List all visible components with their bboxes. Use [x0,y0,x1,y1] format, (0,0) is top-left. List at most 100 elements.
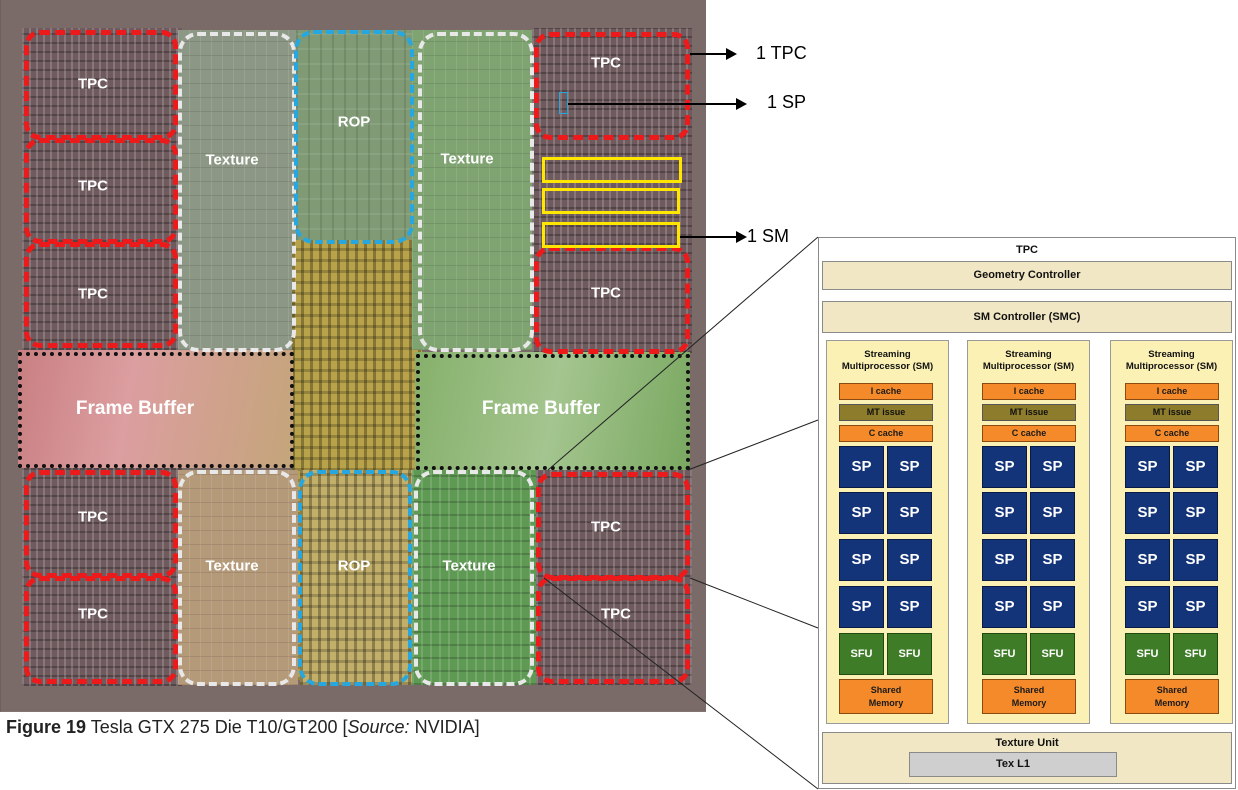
sm-title-line: Streaming [864,349,911,360]
tpc-outline [534,246,690,354]
sm-controller: SM Controller (SMC) [822,301,1232,333]
texture-label: Texture [205,557,259,575]
tpc-label: TPC [591,284,621,302]
texture-label: Texture [440,150,494,168]
sp-callout-line [568,103,738,105]
i-cache: I cache [839,383,933,400]
tpc-outline [534,32,690,140]
mt-issue: MT issue [1125,404,1219,421]
die-photo: TPC TPC TPC TPC TPC TPC TPC TPC TPC Text… [0,0,706,712]
tpc-callout-line [690,53,728,55]
sm-callout-arrowhead [736,231,747,243]
texture-region [178,30,298,350]
sp-highlight [559,92,568,114]
tpc-label: TPC [78,177,108,195]
sp-core: SP [839,492,884,534]
shared-memory-line: Memory [1154,698,1190,708]
tpc-outline [24,576,178,684]
tpc-label: TPC [591,54,621,72]
sm-title-line: Streaming [1005,349,1052,360]
sp-core: SP [887,492,932,534]
sp-core: SP [982,586,1027,628]
sp-core: SP [982,446,1027,488]
sp-core: SP [982,492,1027,534]
sfu-unit: SFU [982,633,1027,675]
figure-number: Figure 19 [6,717,87,737]
sm-highlight [542,157,682,183]
geometry-controller: Geometry Controller [822,261,1232,290]
sm-title-line: Multiprocessor (SM) [1125,361,1218,372]
rop-region [296,30,414,245]
i-cache: I cache [982,383,1076,400]
c-cache: C cache [839,425,933,442]
sp-core: SP [1030,586,1075,628]
sp-callout-arrowhead [736,98,747,110]
sp-core: SP [887,446,932,488]
sp-callout-label: 1 SP [767,92,807,112]
shared-memory-line: Shared [870,685,902,695]
sp-core: SP [1173,492,1218,534]
sp-core: SP [1030,446,1075,488]
sp-core: SP [839,539,884,581]
shared-memory-line: Shared [1013,685,1045,695]
tpc-outline [24,138,178,244]
frame-buffer-outline [416,354,690,470]
mt-issue: MT issue [982,404,1076,421]
sp-core: SP [1173,586,1218,628]
rop-outline [294,30,414,244]
sm-title-line: Multiprocessor (SM) [982,361,1075,372]
texture-unit: Texture Unit Tex L1 [822,732,1232,784]
zoom-line [689,577,819,629]
tex-l1-cache: Tex L1 [909,752,1117,777]
figure-caption: Figure 19 Tesla GTX 275 Die T10/GT200 [S… [6,717,480,738]
sp-core: SP [887,586,932,628]
rop-label: ROP [337,113,371,131]
sm-highlight [542,222,680,248]
sm-title-line: Streaming [1148,349,1195,360]
tpc-outline [24,30,178,140]
sfu-unit: SFU [1125,633,1170,675]
sp-core: SP [982,539,1027,581]
tpc-callout-arrowhead [726,48,737,60]
zoom-line [543,577,819,790]
tpc-label: TPC [591,518,621,536]
rop-region [300,470,415,685]
frame-buffer-outline [18,352,294,468]
sp-core: SP [839,446,884,488]
zoom-line [547,236,819,471]
shared-memory-line: Memory [1011,698,1047,708]
tpc-outline [536,576,690,684]
sp-core: SP [1030,539,1075,581]
sp-core: SP [1125,539,1170,581]
caption-source-label: Source: [347,717,410,737]
sm-callout-line [680,236,738,238]
texture-unit-label: Texture Unit [995,737,1059,749]
texture-label: Texture [205,151,259,169]
tpc-label: TPC [78,605,108,623]
tpc-label: TPC [78,285,108,303]
tpc-outline [24,470,178,578]
tpc-label: TPC [78,75,108,93]
shared-memory-line: Memory [868,698,904,708]
sp-core: SP [839,586,884,628]
rop-label: ROP [337,557,371,575]
rop-outline [298,470,412,686]
texture-region [412,470,538,685]
frame-buffer-label: Frame Buffer [481,398,601,419]
texture-label: Texture [442,557,496,575]
sp-core: SP [1125,446,1170,488]
texture-region [412,30,538,350]
texture-outline [178,470,296,686]
frame-buffer-label: Frame Buffer [75,398,195,419]
sm-callout-label: 1 SM [747,226,790,246]
sm-highlight [542,188,680,214]
i-cache: I cache [1125,383,1219,400]
caption-source: NVIDIA] [409,717,480,737]
texture-region [178,470,298,685]
